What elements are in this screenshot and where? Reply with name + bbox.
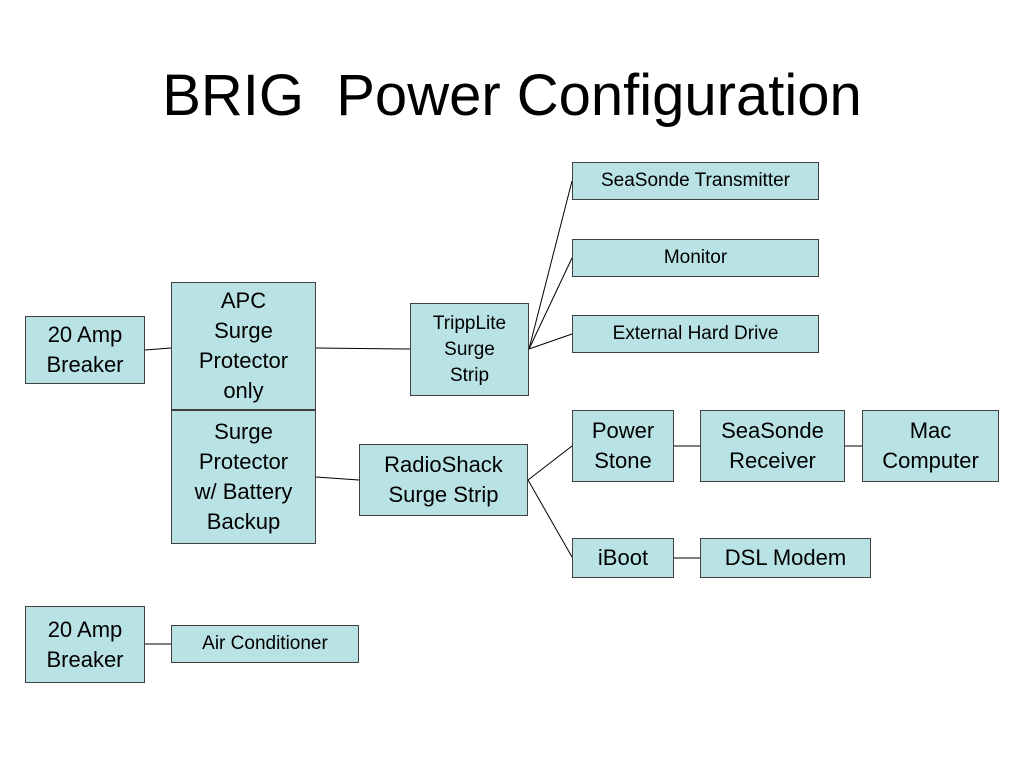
wire-tripplite-to-monitor — [528, 257, 573, 350]
external-hard-drive-box: External Hard Drive — [572, 315, 819, 353]
dsl-modem-box: DSL Modem — [700, 538, 871, 578]
monitor-label: Monitor — [663, 247, 728, 268]
external-hard-drive-label: External Hard Drive — [612, 323, 779, 344]
mac-computer-box: Mac Computer — [862, 410, 999, 482]
wire-radioshack-to-powerstone — [527, 445, 573, 481]
wire-breaker-to-apc — [144, 347, 172, 351]
wire-radioshack-to-iboot — [527, 479, 573, 558]
radioshack-label: RadioShack Surge Strip — [384, 452, 503, 507]
monitor-box: Monitor — [572, 239, 819, 277]
apc-surge-protector-box: APC Surge Protector only — [171, 282, 316, 410]
wire-apc-to-tripplite — [315, 347, 411, 350]
breaker-box-top: 20 Amp Breaker — [25, 316, 145, 384]
apc-surge-protector-label: APC Surge Protector only — [198, 288, 289, 403]
iboot-label: iBoot — [597, 545, 649, 570]
tripplite-surge-strip-box: TrippLite Surge Strip — [410, 303, 529, 396]
seasonde-transmitter-box: SeaSonde Transmitter — [572, 162, 819, 200]
battery-backup-label: Surge Protector w/ Battery Backup — [194, 419, 293, 534]
power-stone-label: Power Stone — [591, 418, 655, 473]
battery-backup-box: Surge Protector w/ Battery Backup — [171, 410, 316, 544]
dsl-modem-label: DSL Modem — [724, 545, 847, 570]
breaker-label-bottom: 20 Amp Breaker — [46, 616, 124, 672]
radioshack-surge-strip-box: RadioShack Surge Strip — [359, 444, 528, 516]
tripplite-label: TrippLite Surge Strip — [432, 312, 507, 386]
seasonde-receiver-label: SeaSonde Receiver — [721, 418, 824, 473]
slide-title: BRIG Power Configuration — [162, 63, 862, 128]
wire-tripplite-to-harddrive — [528, 333, 573, 350]
power-stone-box: Power Stone — [572, 410, 674, 482]
breaker-label: 20 Amp Breaker — [46, 322, 124, 377]
breaker-box-bottom: 20 Amp Breaker — [25, 606, 145, 683]
air-conditioner-label: Air Conditioner — [202, 633, 328, 654]
wire-battery-to-radioshack — [315, 476, 360, 481]
seasonde-receiver-box: SeaSonde Receiver — [700, 410, 845, 482]
wire-tripplite-to-transmitter — [528, 180, 573, 350]
iboot-box: iBoot — [572, 538, 674, 578]
mac-computer-label: Mac Computer — [882, 418, 979, 473]
air-conditioner-box: Air Conditioner — [171, 625, 359, 663]
seasonde-transmitter-label: SeaSonde Transmitter — [600, 170, 791, 191]
